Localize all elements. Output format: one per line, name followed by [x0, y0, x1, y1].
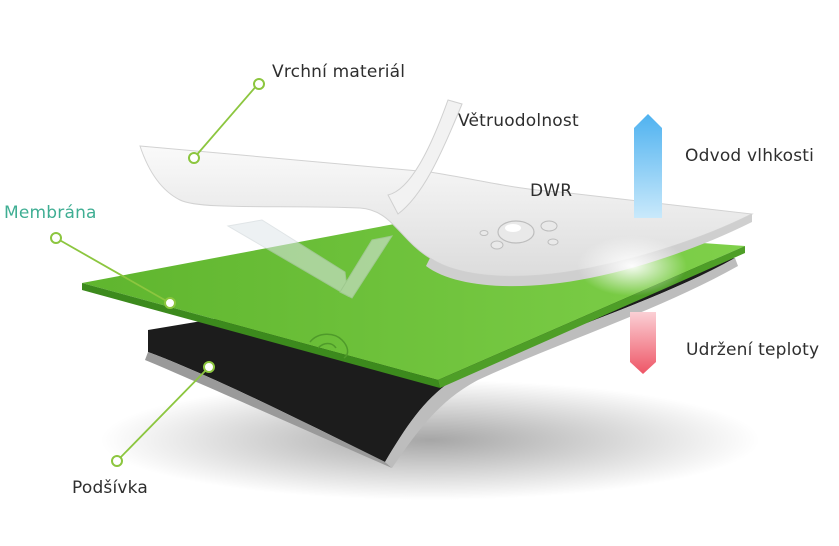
wind-resistance-label: Větruodolnost: [458, 111, 579, 131]
membrane-label: Membrána: [4, 203, 97, 223]
dwr-label: DWR: [530, 181, 572, 201]
top-material-dot-inner: [189, 153, 199, 163]
membrane-dot-outer: [51, 233, 61, 243]
warmth-arrow-icon: [630, 312, 656, 374]
lining-dot-inner: [204, 362, 214, 372]
glow: [577, 236, 687, 296]
top-material-dot-outer: [254, 79, 264, 89]
moisture-arrow-icon: [634, 114, 662, 218]
top-material-leader: [194, 84, 258, 158]
moisture-wicking-label: Odvod vlhkosti: [685, 146, 814, 166]
lining-dot-outer: [112, 456, 122, 466]
lining-label: Podšívka: [72, 478, 148, 498]
top-material-label: Vrchní materiál: [272, 62, 405, 82]
membrane-dot-inner: [165, 298, 175, 308]
warmth-retention-label: Udržení teploty: [686, 340, 819, 360]
